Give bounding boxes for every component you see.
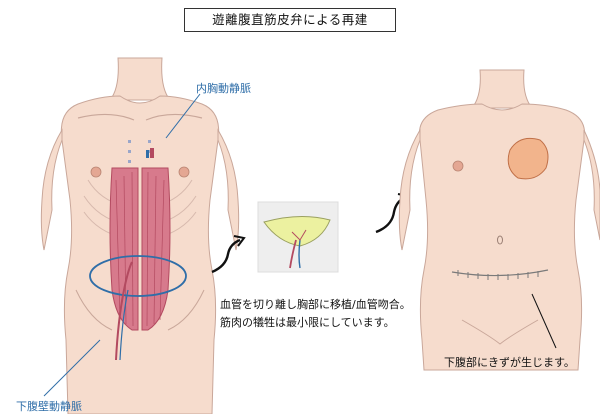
right-torso — [399, 70, 600, 370]
flap-illustration — [258, 202, 338, 272]
internal-thoracic-vessels-label: 内胸動静脈 — [196, 80, 251, 96]
arrow-to-flap — [212, 236, 244, 272]
inferior-epigastric-vessels-label: 下腹壁動静脈 — [16, 398, 82, 414]
left-torso — [41, 58, 238, 414]
scar-note-label: 下腹部にきずが生じます。 — [444, 354, 575, 370]
description-line-2: 筋肉の犠牲は最小限にしています。 — [220, 314, 395, 330]
description-line-1: 血管を切り離し胸部に移植/血管吻合。 — [220, 296, 411, 312]
